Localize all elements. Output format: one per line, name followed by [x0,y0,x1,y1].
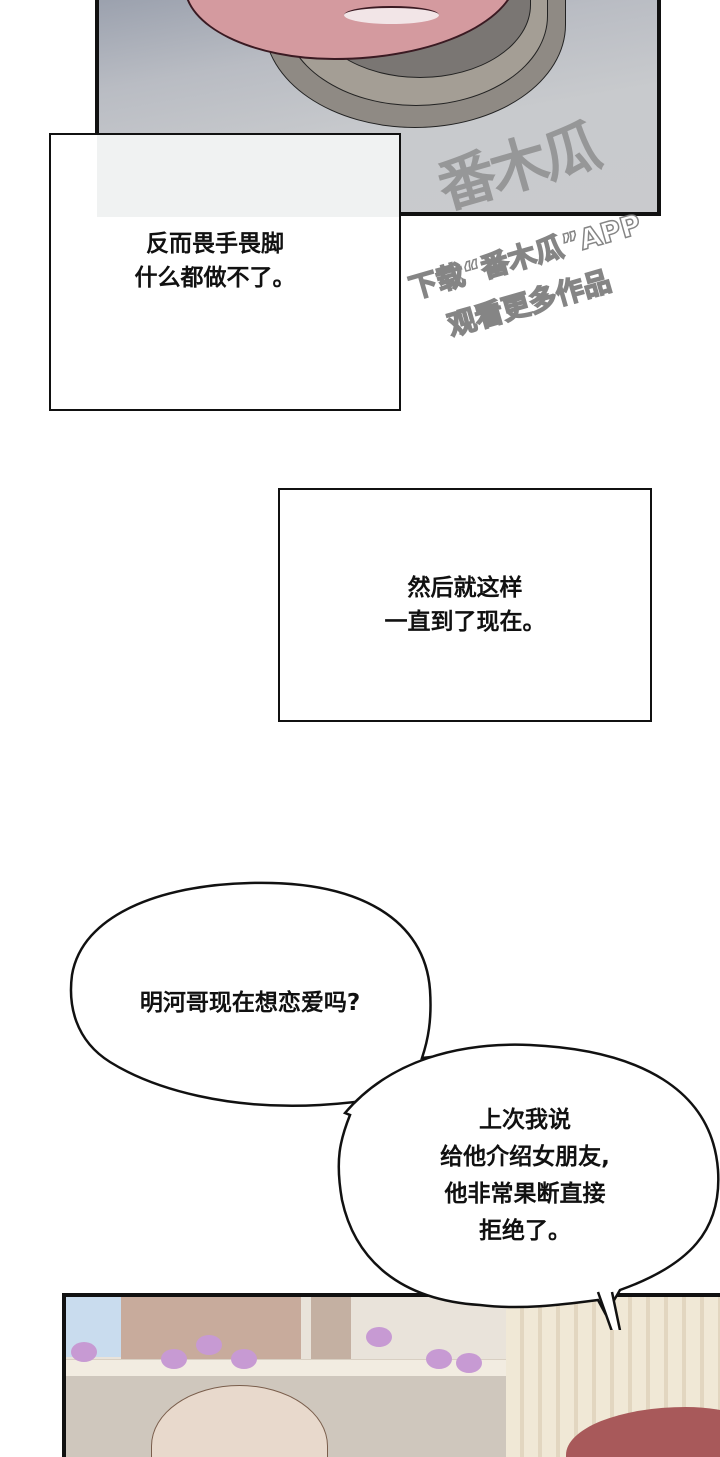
speech-bubble-1-shape [69,881,521,1107]
bubble-line: 明河哥现在想恋爱吗? [139,990,361,1016]
panel-fade-overlay [97,135,399,217]
narration-text-2: 然后就这样 一直到了现在。 [385,571,546,639]
speech-bubble-2-shape [337,1043,720,1316]
flower-decoration [161,1349,187,1369]
flower-decoration [196,1335,222,1355]
narration-line: 然后就这样 [407,575,523,601]
bubble-line: 他非常果断直接 [444,1181,606,1207]
flower-decoration [231,1349,257,1369]
flower-decoration [456,1353,482,1373]
bubble-line: 给他介绍女朋友, [440,1144,610,1170]
flower-decoration [426,1349,452,1369]
top-comic-panel [95,0,661,216]
watermark-line-2: 观看更多作品 [443,264,615,344]
flower-decoration [366,1327,392,1347]
bubble-line: 拒绝了。 [479,1218,571,1244]
flower-decoration [71,1342,97,1362]
narration-text-1: 反而畏手畏脚 什么都做不了。 [91,227,339,295]
bubble-line: 上次我说 [479,1107,571,1133]
narration-box-2: 然后就这样 一直到了现在。 [278,488,652,722]
narration-line: 一直到了现在。 [384,609,546,635]
watermark-line-1: 下载“番木瓜”APP [405,207,646,306]
speech-bubble-2-tail [596,1291,622,1330]
speech-bubble-1-text: 明河哥现在想恋爱吗? [70,985,430,1022]
hand-detail [344,6,439,24]
brick-pillar [311,1297,351,1362]
narration-box-1: 反而畏手畏脚 什么都做不了。 [49,133,401,411]
narration-line: 反而畏手畏脚 [146,231,284,257]
narration-line: 什么都做不了。 [134,265,296,291]
speech-bubble-2-text: 上次我说 给他介绍女朋友, 他非常果断直接 拒绝了。 [375,1102,675,1250]
speech-bubbles [69,881,720,1330]
